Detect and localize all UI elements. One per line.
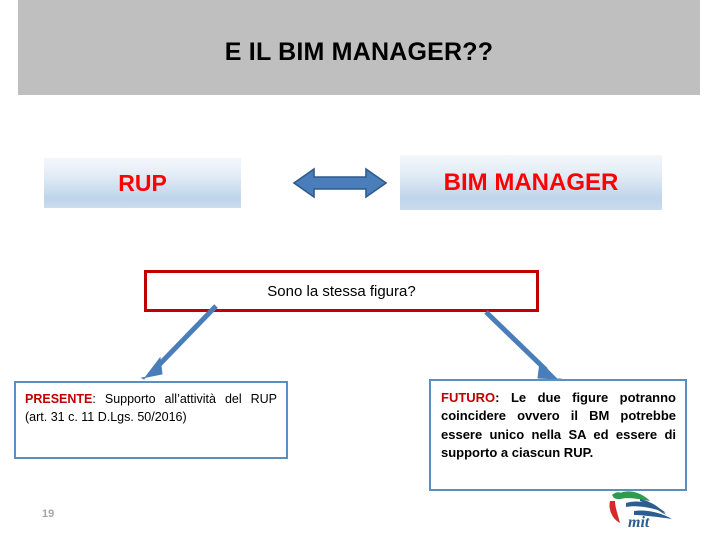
role-box-bim-manager[interactable]: BIM MANAGER: [400, 155, 662, 210]
role-box-bim-manager-label: BIM MANAGER: [443, 168, 619, 196]
page-number: 19: [42, 508, 55, 520]
question-box-label: Sono la stessa figura?: [267, 282, 416, 300]
present-separator: :: [92, 392, 96, 406]
future-keyword: FUTURO: [441, 390, 496, 405]
role-box-rup[interactable]: RUP: [44, 158, 241, 208]
present-description-box: PRESENTE: Supporto all’attività del RUP …: [14, 381, 288, 459]
future-separator: :: [495, 390, 500, 405]
double-headed-arrow-icon: [292, 163, 388, 203]
page-title: E IL BIM MANAGER??: [224, 38, 494, 66]
present-keyword: PRESENTE: [25, 392, 93, 406]
future-description-box: FUTURO: Le due figure potranno coincider…: [429, 379, 687, 491]
question-box: Sono la stessa figura?: [144, 270, 539, 312]
future-body: Le due figure potranno coincidere ovvero…: [441, 390, 676, 461]
present-body: Supporto all’attività del RUP (art. 31 c…: [25, 392, 277, 425]
mit-logo: mit: [606, 487, 682, 535]
arrow-down-left-icon: [128, 300, 224, 382]
title-banner: E IL BIM MANAGER??: [18, 0, 700, 95]
role-box-rup-label: RUP: [118, 169, 167, 196]
arrow-down-right-icon: [478, 300, 574, 382]
mit-logo-text: mit: [628, 514, 650, 531]
